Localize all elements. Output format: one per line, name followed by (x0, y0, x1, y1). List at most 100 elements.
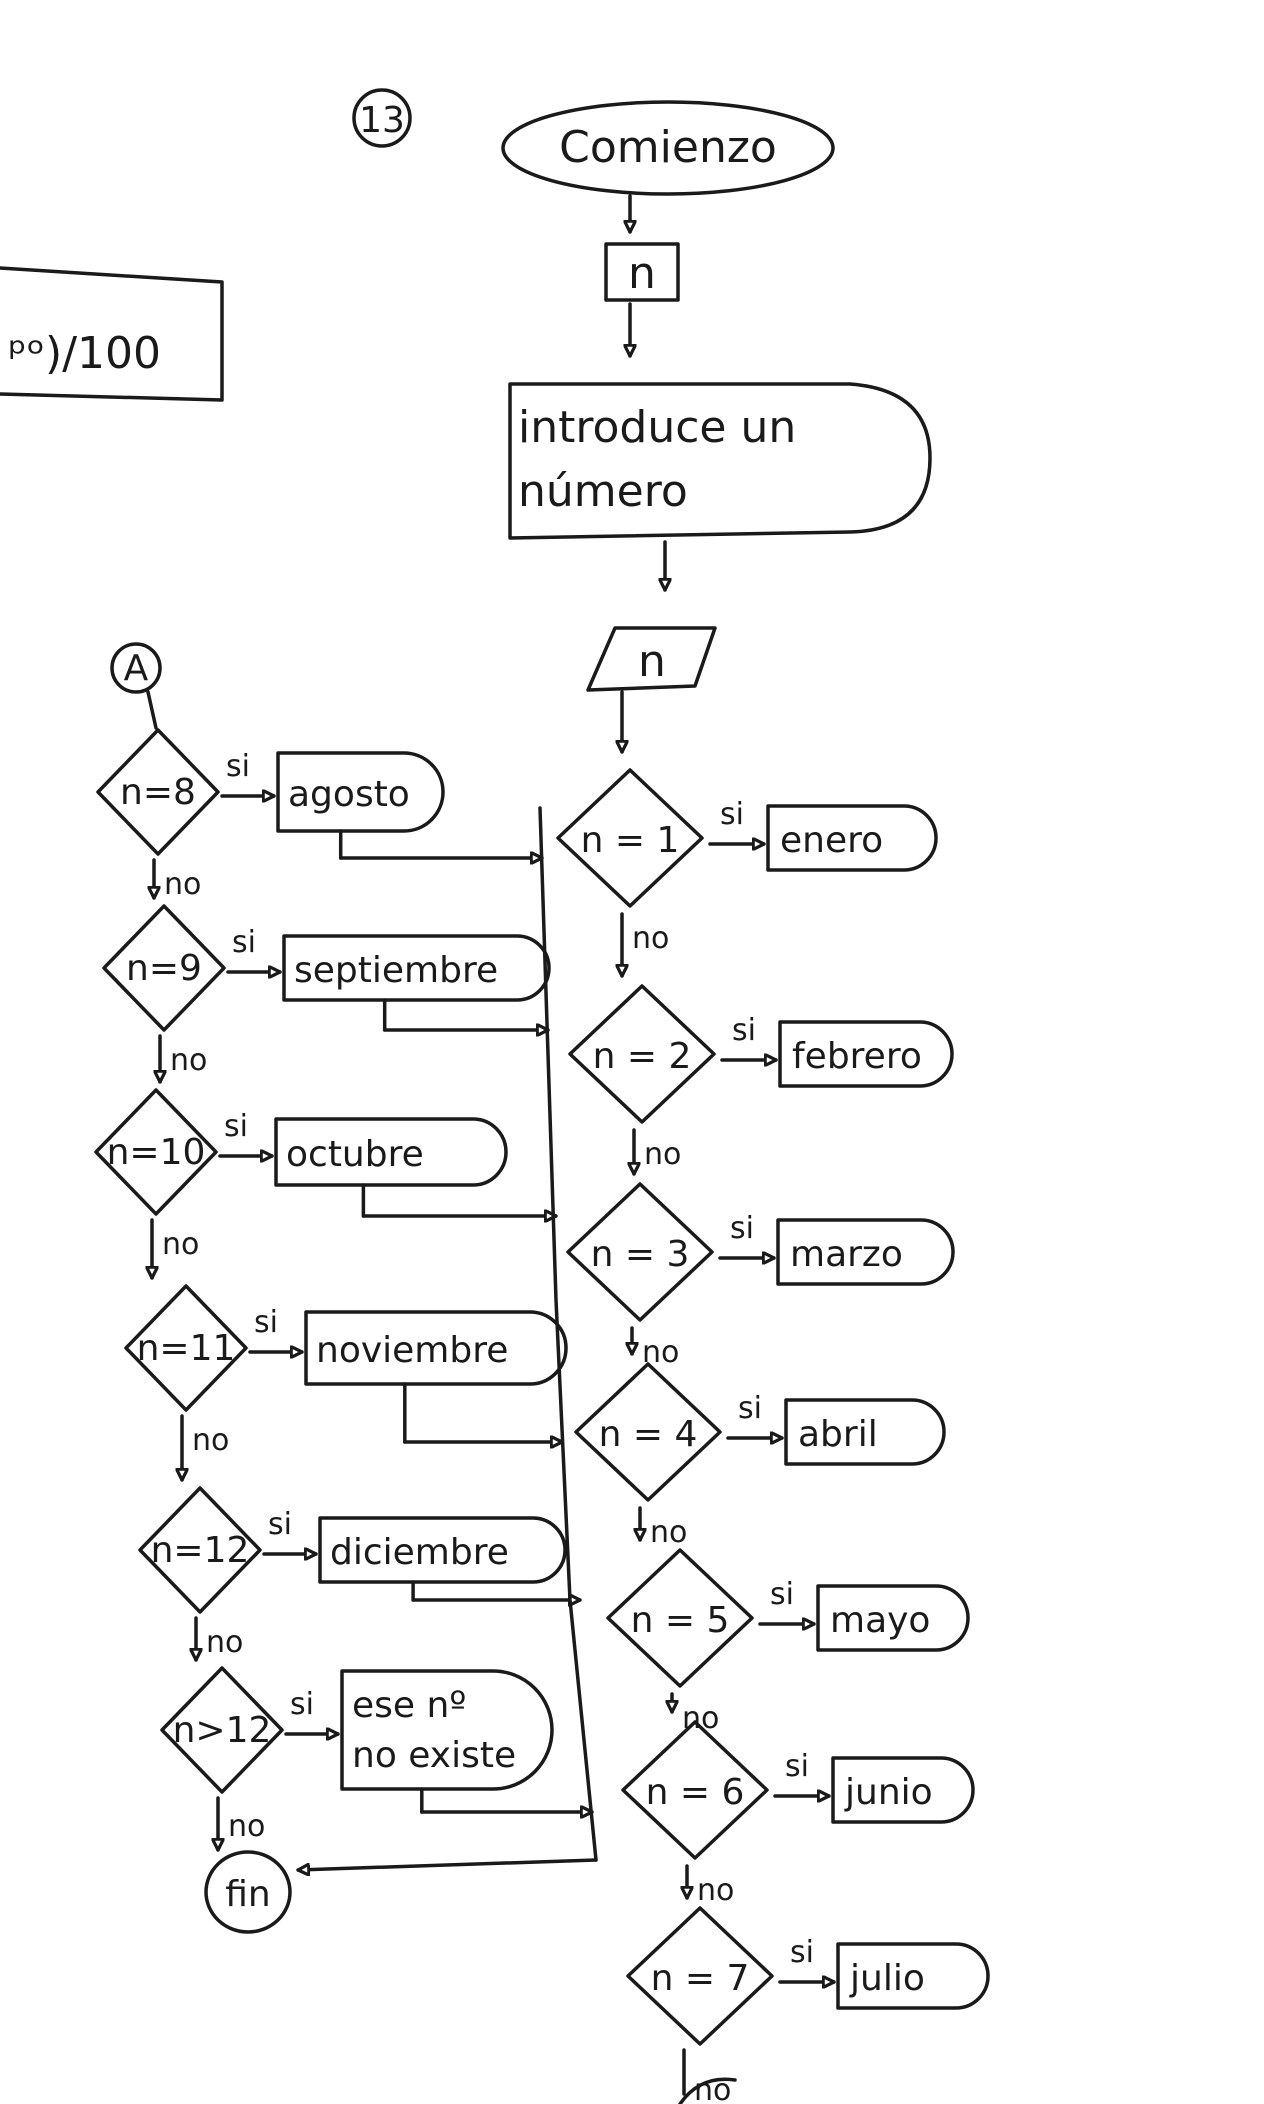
variable-box: n (604, 242, 680, 302)
decision-group-1: n = 1 si enero no (556, 768, 938, 978)
left-decision-group-11: n=11 si noviembre no (124, 1284, 568, 1482)
result-label: abril (798, 1414, 878, 1455)
no-label: no (632, 921, 669, 956)
left-decision-group-9: n=9 si septiembre no (102, 904, 551, 1084)
result-label: ese nº (352, 1685, 466, 1726)
yes-label: si (232, 925, 256, 960)
result-label: marzo (790, 1234, 903, 1275)
result-label: diciembre (330, 1532, 509, 1573)
result-label: agosto (288, 774, 410, 815)
decision-diamond (566, 1182, 714, 1322)
decision-diamond (94, 1088, 218, 1216)
result-label: septiembre (294, 950, 498, 991)
decision-diamond (556, 768, 704, 908)
result-terminal (836, 1942, 990, 2010)
yes-label: si (224, 1109, 248, 1144)
no-label: no (650, 1515, 687, 1550)
decision-diamond (96, 728, 220, 856)
result-terminal (766, 804, 938, 872)
yes-label: si (730, 1211, 754, 1246)
decision-condition: n = 7 (651, 1958, 750, 1999)
end-label: fin (225, 1874, 271, 1915)
result-terminal (831, 1756, 975, 1824)
prompt-display: introduce un número (508, 382, 932, 540)
decision-diamond (102, 904, 226, 1032)
prompt-line-2: número (518, 466, 688, 517)
result-label: enero (780, 820, 883, 861)
yes-label: si (290, 1687, 314, 1722)
yes-label: si (254, 1305, 278, 1340)
yes-label: si (226, 749, 250, 784)
result-label: junio (844, 1772, 933, 1813)
no-label: no (644, 1137, 681, 1172)
result-terminal (784, 1398, 946, 1466)
collector-line (538, 806, 598, 1862)
yes-label: si (770, 1577, 794, 1612)
decision-diamond (574, 1362, 722, 1502)
result-terminal (776, 1218, 955, 1286)
no-label: no (192, 1423, 229, 1458)
page-number-text: 13 (359, 100, 405, 141)
result-label: febrero (792, 1036, 922, 1077)
result-label: no existe (352, 1735, 516, 1776)
decision-diamond (621, 1720, 769, 1860)
result-terminal (778, 1020, 954, 1088)
yes-label: si (738, 1391, 762, 1426)
no-label: no (170, 1043, 207, 1078)
no-label: no (164, 867, 201, 902)
yes-label: si (790, 1935, 814, 1970)
decision-condition: n = 5 (631, 1600, 730, 1641)
left-column-decisions: n=8siagostonon=9siseptiembrenon=10sioctu… (94, 728, 594, 1852)
connector-a: A (110, 642, 162, 694)
result-terminal (276, 751, 445, 833)
end-terminator: fin (204, 1850, 292, 1934)
decision-diamond (138, 1486, 262, 1614)
start-terminator: Comienzo (501, 100, 835, 196)
input-parallelogram: n (586, 626, 717, 692)
prompt-line-1: introduce un (518, 402, 796, 453)
start-label: Comienzo (559, 122, 777, 173)
decision-group-4: n = 4 si abril no (574, 1362, 946, 1550)
yes-label: si (785, 1749, 809, 1784)
result-terminal (282, 934, 551, 1002)
page-number: 13 (352, 88, 412, 148)
decision-condition: n=10 (107, 1132, 206, 1173)
result-label: mayo (830, 1600, 930, 1641)
decision-condition: n = 6 (646, 1772, 745, 1813)
decision-condition: n>12 (173, 1710, 272, 1751)
decision-diamond (160, 1666, 284, 1794)
result-terminal (274, 1117, 508, 1187)
result-label: julio (849, 1958, 925, 1999)
connector-a-label: A (124, 648, 149, 689)
no-label: no (206, 1625, 243, 1660)
decision-group-2: n = 2 si febrero no (568, 984, 954, 1176)
decision-condition: n = 3 (591, 1234, 690, 1275)
decision-condition: n=12 (151, 1530, 250, 1571)
formula-fragment-box: ᵖᵒ)/100 (0, 266, 224, 402)
no-label: no (162, 1227, 199, 1262)
yes-label: si (268, 1507, 292, 1542)
variable-label: n (628, 248, 656, 299)
decision-condition: n = 1 (581, 820, 680, 861)
left-decision-group-12: n=12 si diciembre no (138, 1486, 582, 1662)
result-label: noviembre (316, 1330, 508, 1371)
decision-diamond (606, 1548, 754, 1688)
result-terminal (318, 1516, 567, 1584)
yes-label: si (720, 797, 744, 832)
formula-fragment-text: ᵖᵒ)/100 (8, 328, 161, 379)
decision-diamond (124, 1284, 248, 1412)
yes-label: si (732, 1013, 756, 1048)
decision-condition: n = 4 (599, 1414, 698, 1455)
decision-condition: n = 2 (593, 1036, 692, 1077)
decision-condition: n=11 (137, 1328, 236, 1369)
no-label: no (697, 1873, 734, 1908)
decision-condition: n=9 (126, 948, 202, 989)
